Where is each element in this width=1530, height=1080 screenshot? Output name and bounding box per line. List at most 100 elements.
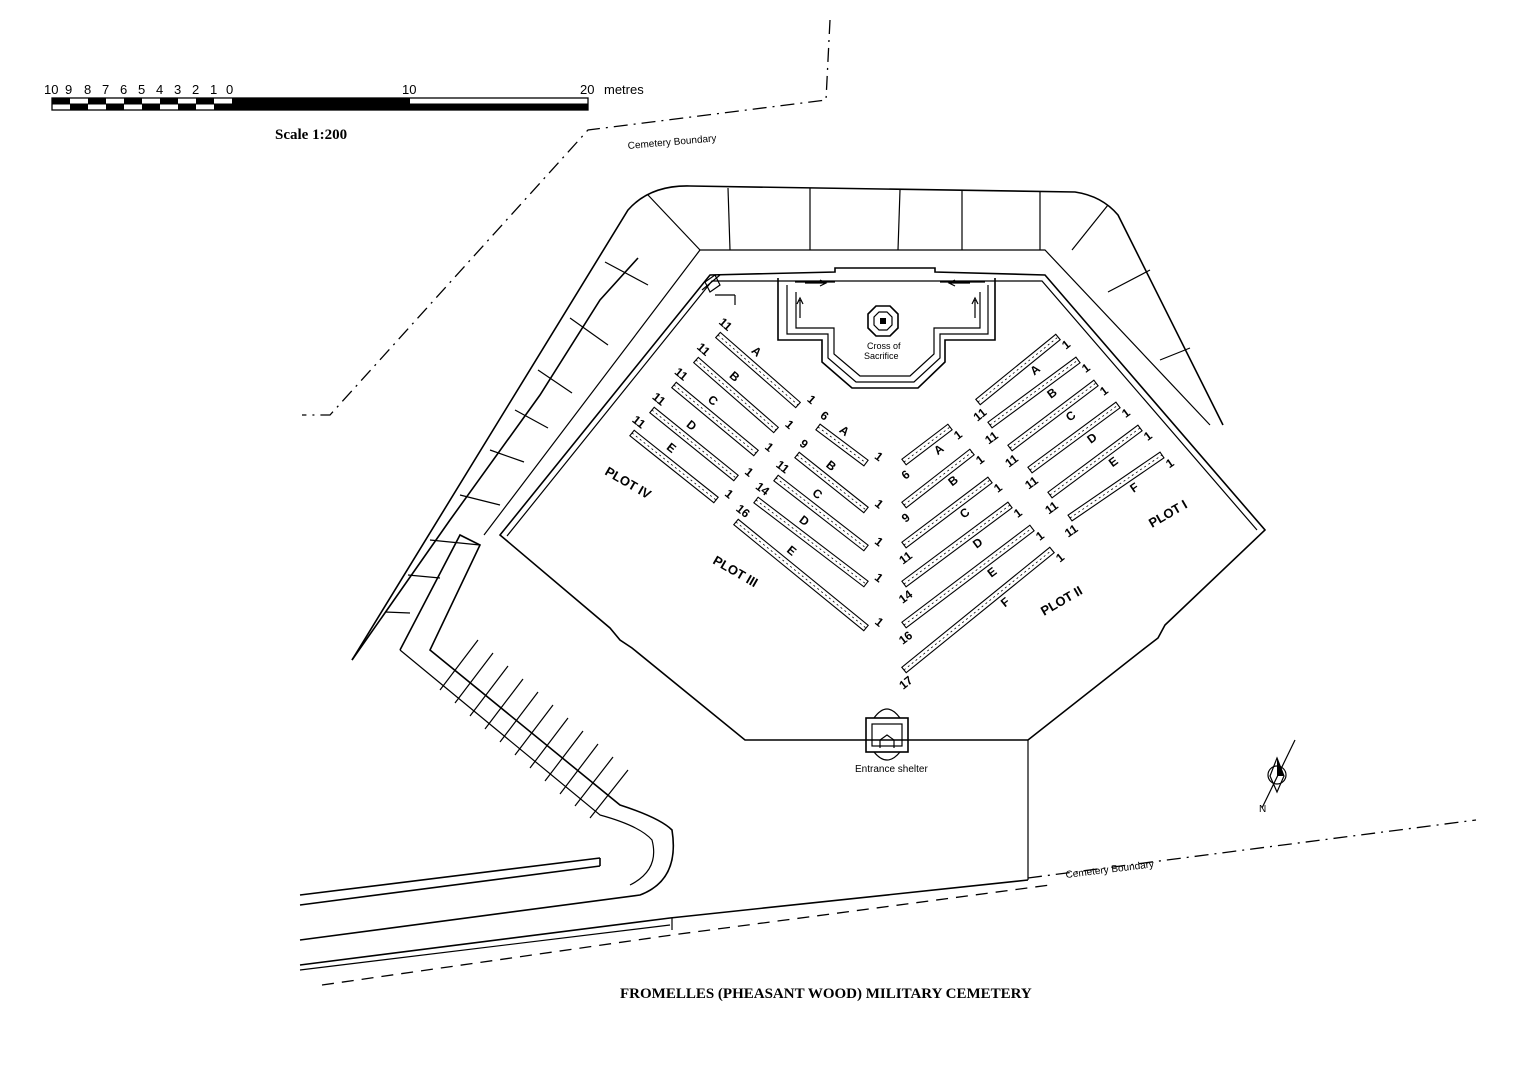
row-end-number: 1	[872, 496, 886, 511]
enclosure-wall	[498, 267, 1267, 741]
scale-tick-20: 20	[580, 82, 594, 97]
entrance-shelter: Entrance shelter	[855, 708, 928, 775]
scale-tick-9: 9	[65, 82, 72, 97]
scale-tick-10L: 10	[44, 82, 58, 97]
row-start-number: 11	[971, 405, 990, 424]
grave-row-headstones	[755, 499, 867, 585]
row-start-number: 11	[982, 428, 1001, 447]
row-letter: E	[1106, 454, 1121, 470]
outer-bank	[351, 185, 1224, 661]
grave-row-outline	[987, 356, 1081, 429]
grave-row-headstones	[977, 336, 1059, 403]
row-start-number: 14	[896, 587, 915, 606]
row-start-number: 16	[896, 628, 915, 647]
grave-row-outline	[1027, 401, 1121, 474]
north-label: N	[1259, 804, 1266, 815]
scale-unit: metres	[604, 82, 644, 97]
row-letter: B	[945, 472, 961, 489]
row-letter: B	[727, 368, 743, 384]
plot-label-iii: PLOT III	[711, 553, 761, 591]
row-end-number: 1	[1141, 428, 1155, 443]
row-letter: A	[1027, 362, 1043, 379]
row-start-number: 11	[896, 548, 915, 567]
row-start-number: 16	[733, 501, 752, 520]
row-letter: A	[749, 343, 765, 359]
grave-row-plot-iii-a: 6 1 A	[815, 408, 886, 467]
scale-tick-5: 5	[138, 82, 145, 97]
scale-tick-8: 8	[84, 82, 91, 97]
plot-label-iv: PLOT IV	[603, 464, 655, 502]
grave-row-outline	[1007, 379, 1099, 452]
scale-tick-7: 7	[102, 82, 109, 97]
row-end-number: 1	[1079, 360, 1093, 375]
row-start-number: 11	[1022, 473, 1041, 492]
row-end-number: 1	[951, 427, 965, 442]
grave-row-headstones	[903, 504, 1011, 585]
scale-tick-4: 4	[156, 82, 163, 97]
row-start-number: 11	[630, 413, 649, 432]
north-arrow: N	[1259, 739, 1296, 815]
grave-row-outline	[901, 448, 975, 509]
cross-label-2: Sacrifice	[864, 351, 899, 361]
grave-row-headstones	[775, 477, 867, 549]
row-letter: E	[985, 564, 1000, 580]
row-letter: C	[957, 505, 973, 522]
grave-row-headstones	[1069, 454, 1163, 519]
grave-row-outline	[901, 423, 953, 466]
row-end-number: 1	[722, 486, 736, 501]
row-letter: A	[931, 441, 947, 458]
row-start-number: 11	[716, 315, 735, 334]
row-letter: C	[705, 392, 721, 409]
row-letter: D	[684, 417, 700, 434]
row-end-number: 1	[872, 570, 886, 585]
row-end-number: 1	[872, 534, 886, 549]
corner-feature	[701, 274, 736, 305]
grave-row-headstones	[903, 549, 1053, 671]
row-start-number: 11	[650, 390, 669, 409]
row-end-number: 1	[804, 392, 818, 407]
grave-row-headstones	[989, 359, 1079, 426]
row-end-number: 1	[973, 452, 987, 467]
row-start-number: 11	[672, 365, 691, 384]
row-end-number: 1	[872, 449, 886, 464]
row-start-number: 9	[797, 436, 811, 451]
row-letter: D	[970, 535, 986, 552]
access-path	[299, 533, 1051, 986]
row-start-number: 11	[1002, 451, 1021, 470]
row-letter: F	[1127, 480, 1141, 496]
row-start-number: 11	[1042, 498, 1061, 517]
grave-rows: 111A111B111C111D111E61A91B111C141D161E61…	[629, 315, 1177, 692]
cross-label-1: Cross of	[867, 341, 901, 351]
scale-tick-0: 0	[226, 82, 233, 97]
grave-row-headstones	[817, 426, 867, 464]
grave-row-headstones	[903, 527, 1033, 626]
grave-row-outline	[901, 476, 993, 549]
plot-label-ii: PLOT II	[1038, 583, 1085, 619]
scale-tick-6: 6	[120, 82, 127, 97]
boundary-label-bottom: Cemetery Boundary	[1065, 859, 1155, 881]
row-start-number: 11	[694, 340, 713, 359]
row-letter: A	[837, 423, 853, 440]
row-end-number: 1	[1053, 550, 1067, 565]
row-letter: C	[1063, 408, 1079, 425]
scale-bar: 10 9 8 7 6 5 4 3 2 1 0 10 20 metres Scal…	[44, 82, 644, 143]
scale-tick-1: 1	[210, 82, 217, 97]
row-start-number: 11	[1062, 521, 1081, 540]
scale-tick-2: 2	[192, 82, 199, 97]
row-letter: E	[664, 440, 679, 456]
row-end-number: 1	[742, 465, 756, 480]
row-letter: B	[1044, 385, 1060, 402]
row-end-number: 1	[991, 480, 1005, 495]
map-title: FROMELLES (PHEASANT WOOD) MILITARY CEMET…	[620, 986, 1032, 1002]
boundary-label-top: Cemetery Boundary	[627, 133, 717, 152]
row-end-number: 1	[762, 440, 776, 455]
grave-row-headstones	[903, 451, 973, 506]
row-start-number: 6	[818, 408, 832, 423]
row-letter: D	[1084, 430, 1100, 447]
row-end-number: 1	[1059, 337, 1073, 352]
